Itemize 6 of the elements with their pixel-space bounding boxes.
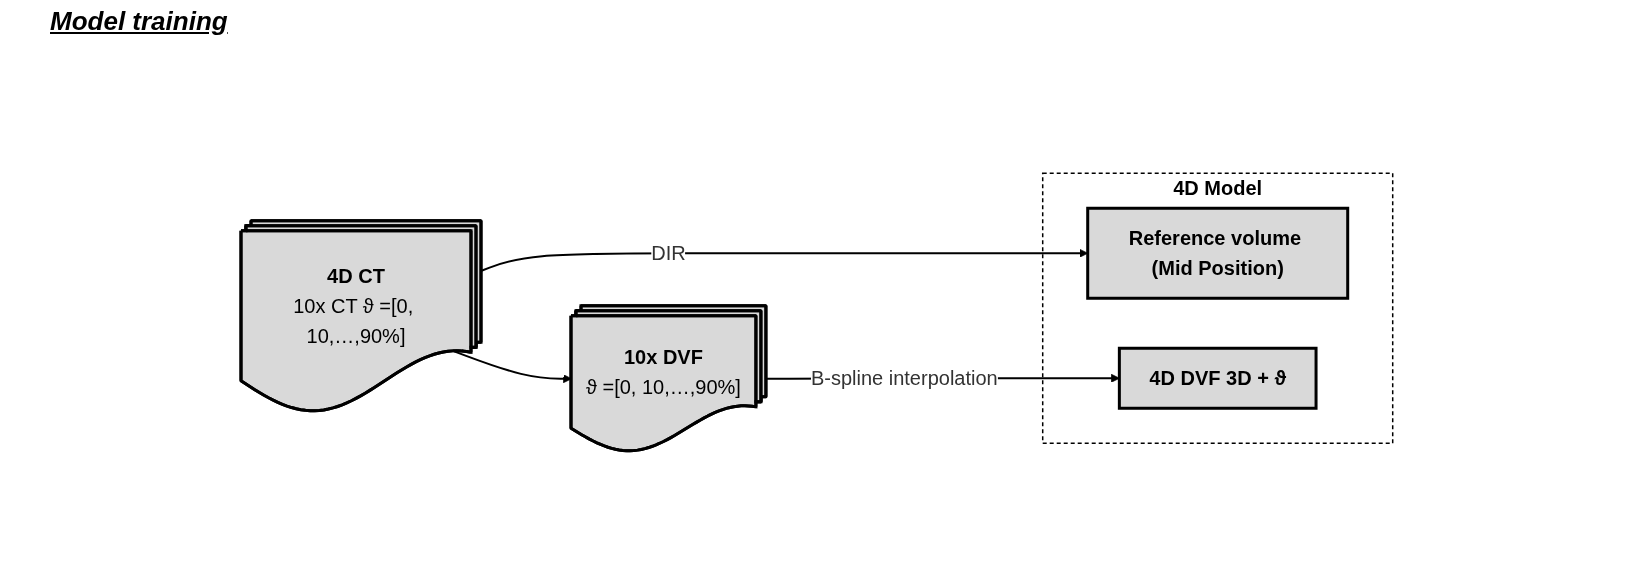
diagram-title: Model training xyxy=(50,6,228,37)
arrow xyxy=(480,248,1088,272)
node-box: 4D DVF 3D + ϑ xyxy=(1117,346,1318,410)
edge-label: B-spline interpolation xyxy=(810,367,998,390)
node-box: Reference volume (Mid Position) xyxy=(1085,206,1349,300)
edge-label: DIR xyxy=(650,242,686,265)
